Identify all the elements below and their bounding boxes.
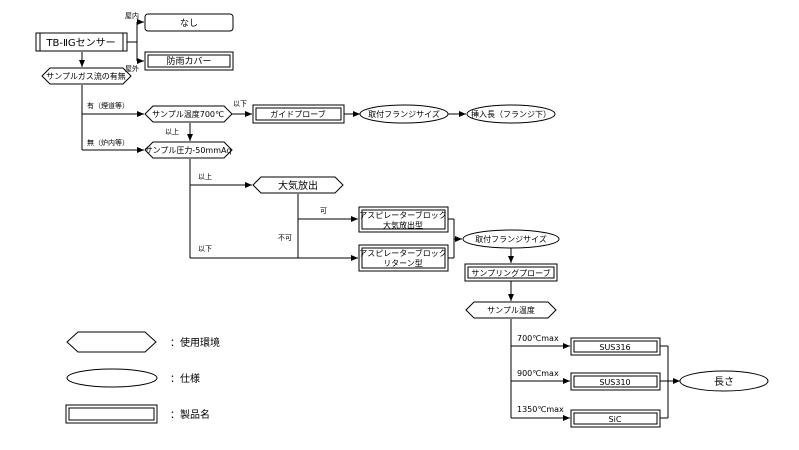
aspirator-return-line2: リターン型 xyxy=(383,259,423,268)
edge-yes-flue: 有（煙道等） xyxy=(87,101,129,110)
sampling-probe-node: サンプリングプローブ xyxy=(464,263,558,282)
aspirator-return-line1: アスピレーターブロック xyxy=(359,248,447,258)
sampling-probe-label: サンプリングプローブ xyxy=(471,268,550,278)
legend-ellipse-shape xyxy=(66,368,158,388)
aspirator-atm-line1: アスピレーターブロック xyxy=(359,210,447,220)
legend-double-rect-shape xyxy=(65,404,158,424)
length-label: 長さ xyxy=(714,376,734,388)
insert-length-label: 挿入長（フランジ下） xyxy=(471,109,551,119)
aspirator-atm-line2: 大気放出型 xyxy=(383,220,423,230)
gas-flow-node: サンプルガス流の有無 xyxy=(41,67,132,85)
sic-label: SiC xyxy=(609,415,622,424)
pressure-label: サンプル圧力-50mmAq xyxy=(145,145,232,155)
edge-possible: 可 xyxy=(320,207,327,215)
none-label: なし xyxy=(180,18,198,29)
legend-hexagon-shape xyxy=(66,331,157,353)
aspirator-return-node: アスピレーターブロック リターン型 xyxy=(358,244,449,272)
pressure-node: サンプル圧力-50mmAq xyxy=(144,141,233,159)
edge-1350-max: 1350℃max xyxy=(517,405,564,414)
legend-hexagon-label: ：使用環境 xyxy=(170,336,220,349)
atm-release-label: 大気放出 xyxy=(278,179,318,192)
edge-900-max: 900℃max xyxy=(517,369,559,378)
legend-ellipse-label: ：仕様 xyxy=(170,372,200,385)
legend: ：使用環境 ：仕様 ：製品名 xyxy=(65,331,220,424)
flange2-label: 取付フランジサイズ xyxy=(475,234,547,244)
edge-no-furnace: 無（炉内等） xyxy=(87,138,129,147)
legend-double-rect-label: ：製品名 xyxy=(170,408,210,421)
sample-temp-label: サンプル温度 xyxy=(487,305,535,315)
rain-cover-label: 防雨カバー xyxy=(166,55,211,67)
sus316-label: SUS316 xyxy=(599,343,630,352)
edge-outdoor: 屋外 xyxy=(125,64,139,73)
sus316-node: SUS316 xyxy=(570,337,661,356)
temp-700-node: サンプル温度700℃ xyxy=(144,105,233,123)
edge-700-max: 700℃max xyxy=(517,334,559,343)
edge-above-2: 以上 xyxy=(198,172,212,181)
edge-below-1: 以下 xyxy=(233,100,247,108)
sus310-label: SUS310 xyxy=(599,378,630,387)
length-node: 長さ xyxy=(679,370,769,392)
temp-700-label: サンプル温度700℃ xyxy=(152,109,224,119)
rain-cover-node: 防雨カバー xyxy=(144,51,234,71)
aspirator-atm-node: アスピレーターブロック 大気放出型 xyxy=(358,206,449,233)
sensor-label: TB-ⅡGセンサー xyxy=(45,37,115,49)
edge-impossible: 不可 xyxy=(278,234,292,242)
edge-below-2: 以下 xyxy=(198,245,212,253)
flange2-node: 取付フランジサイズ xyxy=(462,229,560,249)
sus310-node: SUS310 xyxy=(570,372,661,391)
flange1-label: 取付フランジサイズ xyxy=(368,109,440,119)
guide-probe-label: ガイドプローブ xyxy=(270,109,326,119)
none-node: なし xyxy=(144,13,234,32)
insert-length-node: 挿入長（フランジ下） xyxy=(466,104,556,124)
edge-indoor: 屋内 xyxy=(125,11,139,20)
connectors xyxy=(79,19,680,421)
sensor-node: TB-ⅡGセンサー xyxy=(35,32,128,52)
edge-labels: 屋内 屋外 有（煙道等） 無（炉内等） 以下 以上 以上 以下 可 不可 700… xyxy=(87,11,564,414)
gas-flow-label: サンプルガス流の有無 xyxy=(46,71,126,81)
atm-release-node: 大気放出 xyxy=(252,176,344,194)
flange1-node: 取付フランジサイズ xyxy=(359,104,449,124)
edge-above-1: 以上 xyxy=(165,127,179,136)
sic-node: SiC xyxy=(570,409,661,428)
guide-probe-node: ガイドプローブ xyxy=(252,104,345,124)
sample-temp-node: サンプル温度 xyxy=(465,301,557,319)
